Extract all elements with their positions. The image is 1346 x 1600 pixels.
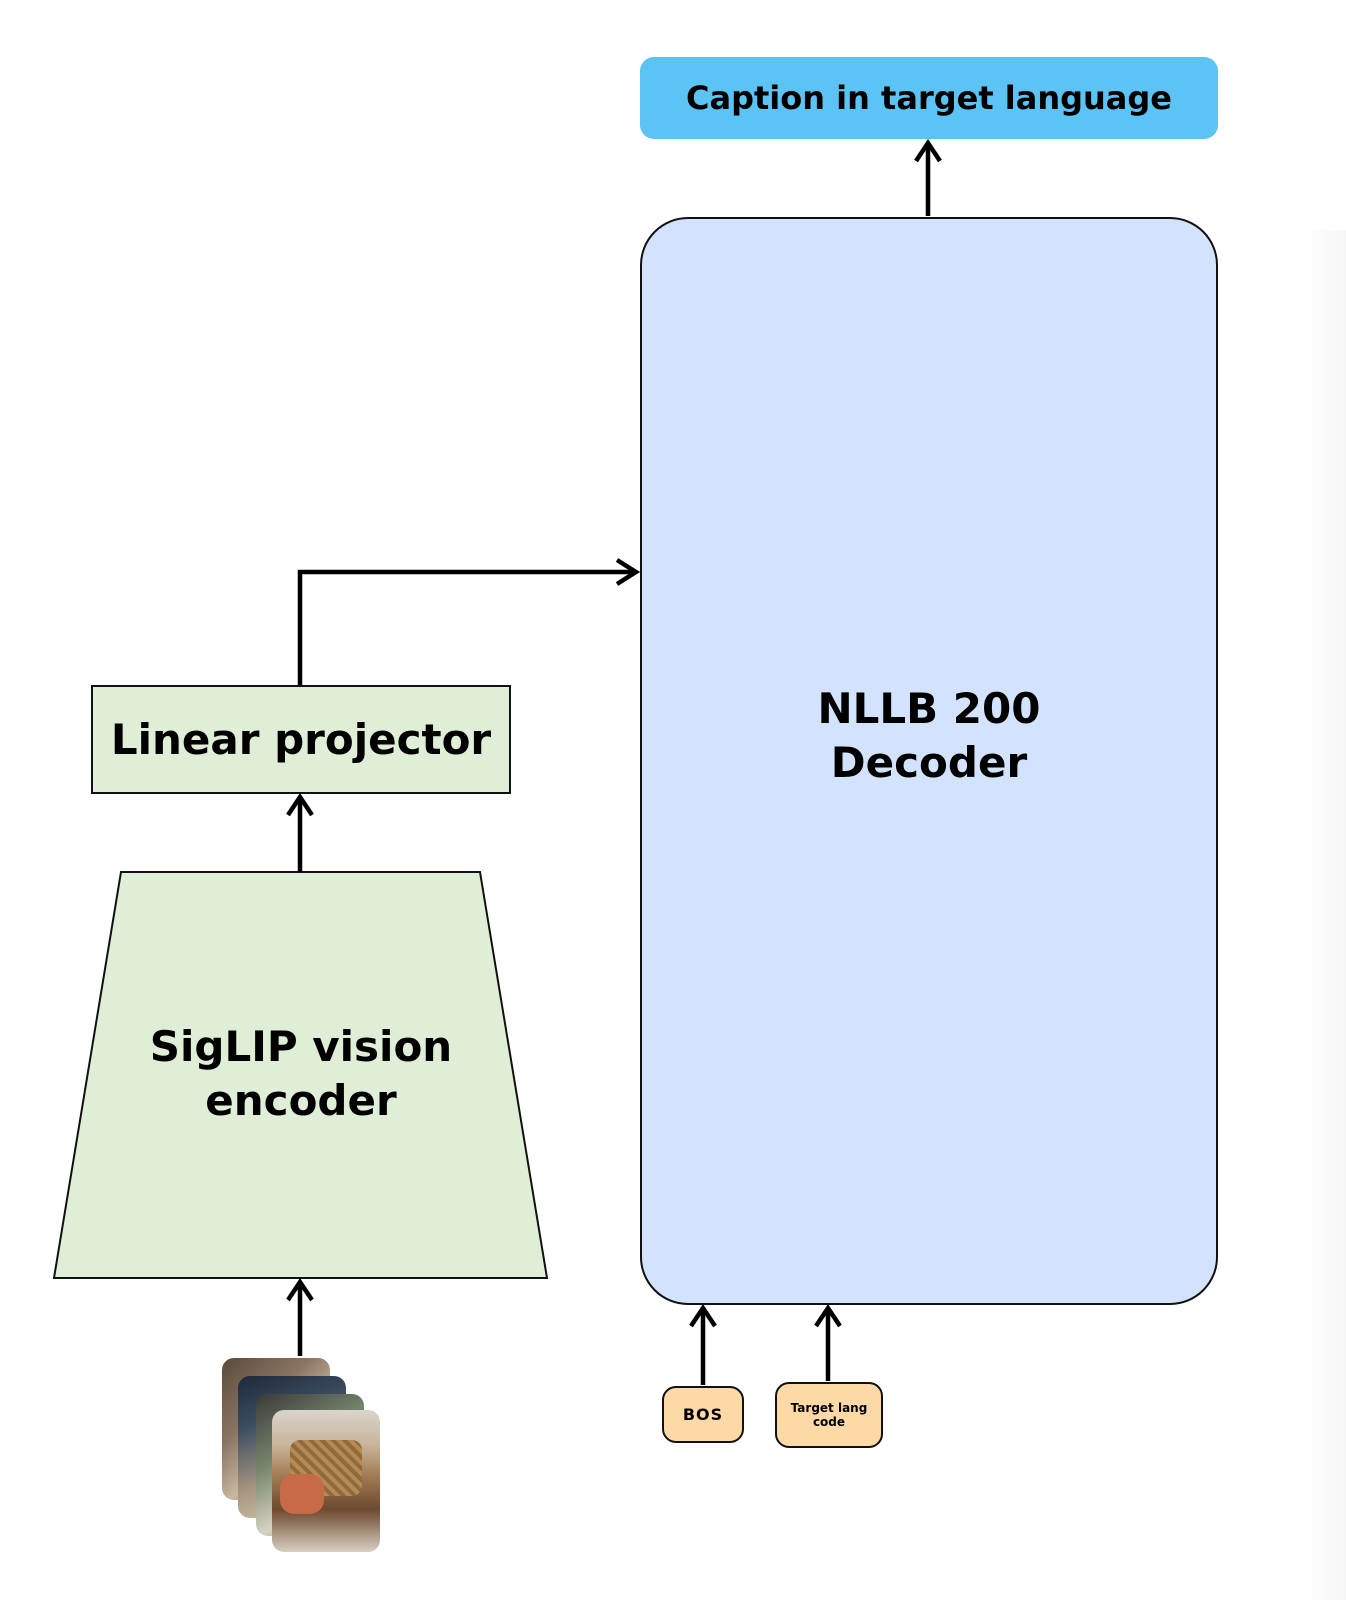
arrowhead-lang (814, 1303, 842, 1328)
target-lang-token-box: Target lang code (775, 1382, 883, 1448)
caption-output-box: Caption in target language (640, 57, 1218, 139)
bos-token-label: BOS (682, 1405, 724, 1424)
vision-encoder-shape (52, 871, 549, 1279)
food-shape-2 (280, 1474, 324, 1514)
arrowhead-projector (286, 792, 314, 817)
arrowhead-decoder-input (615, 558, 641, 586)
caption-output-label: Caption in target language (686, 79, 1172, 117)
right-edge-shadow (1300, 230, 1346, 1600)
arrowhead-caption (914, 138, 942, 163)
arrowhead-bos (689, 1303, 717, 1328)
linear-projector-label: Linear projector (110, 715, 492, 764)
nllb-decoder-label: NLLB 200 Decoder (817, 684, 1041, 787)
input-image-4 (272, 1410, 380, 1552)
target-lang-token-label: Target lang code (790, 1401, 868, 1429)
nllb-decoder-box: NLLB 200 Decoder (640, 217, 1218, 1305)
vision-encoder-label: SigLIP vision encoder (149, 1022, 453, 1125)
arrowhead-encoder (286, 1277, 314, 1302)
linear-projector-box: Linear projector (91, 685, 511, 794)
arrow-projector-to-decoder (297, 569, 636, 685)
bos-token-box: BOS (662, 1386, 744, 1443)
